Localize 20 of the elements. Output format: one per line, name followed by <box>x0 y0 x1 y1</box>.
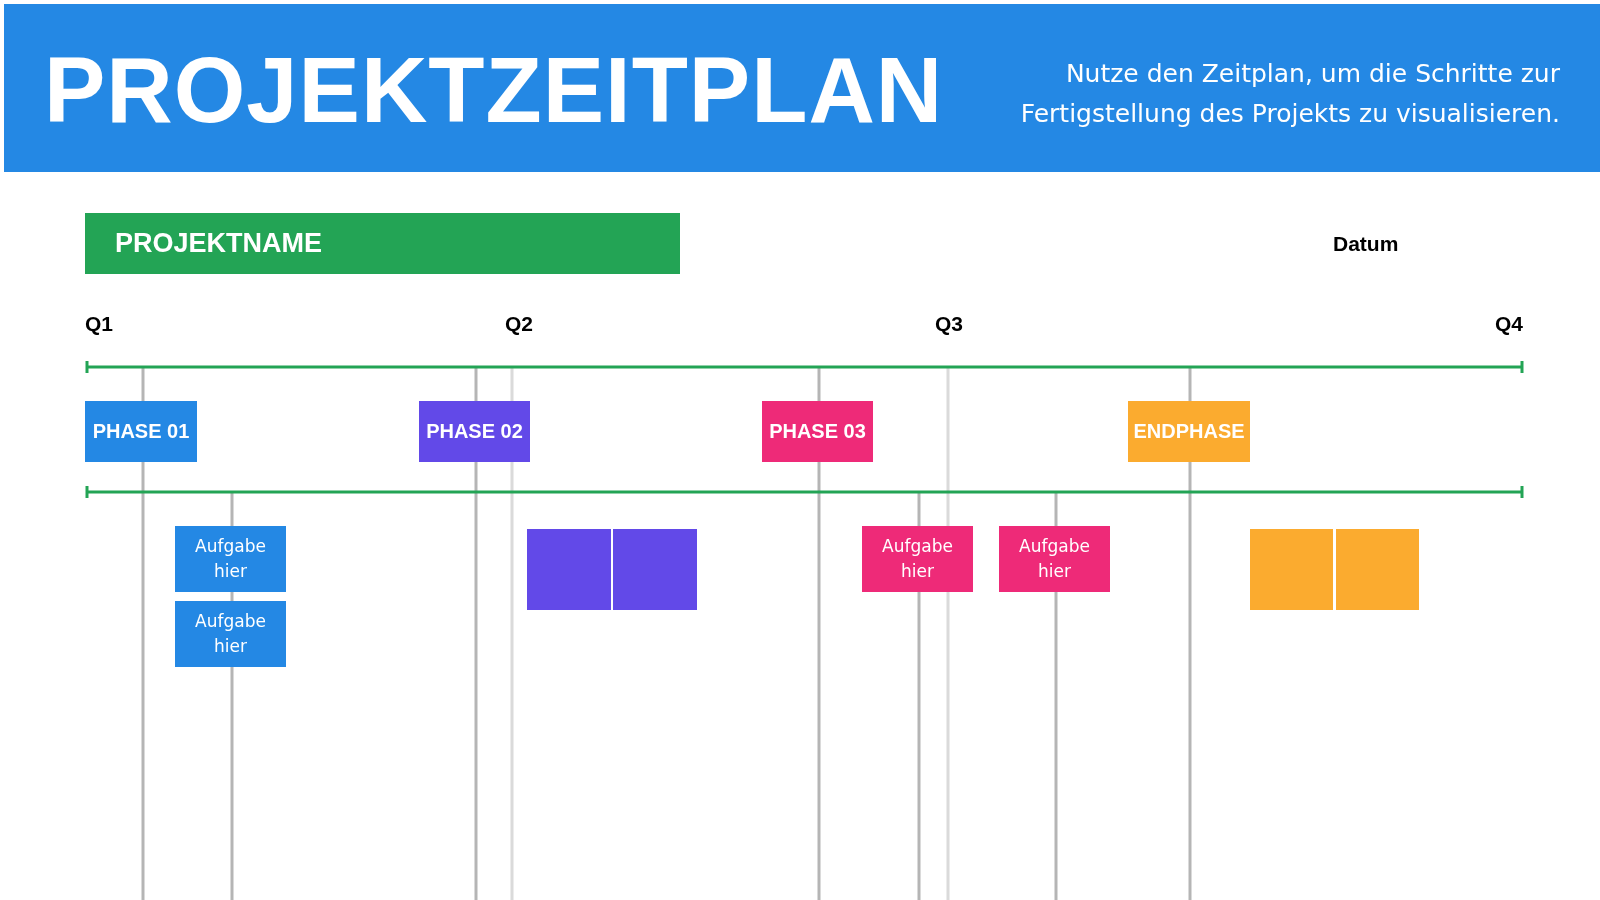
project-name-bar: PROJEKTNAME <box>85 213 680 274</box>
task-card: Aufgabe hier <box>999 526 1110 592</box>
page-title: PROJEKTZEITPLAN <box>44 38 944 143</box>
task-card: Aufgabe hier <box>175 601 286 667</box>
quarter-label: Q1 <box>85 312 113 336</box>
date-label: Datum <box>1333 232 1399 256</box>
quarter-label: Q4 <box>1495 312 1523 336</box>
task-card: Aufgabe hier <box>862 526 973 592</box>
task-placeholder-box <box>1336 529 1419 610</box>
task-placeholder-box <box>527 529 611 610</box>
quarter-label: Q2 <box>505 312 533 336</box>
task-card: Aufgabe hier <box>175 526 286 592</box>
task-placeholder-box <box>1250 529 1333 610</box>
subtitle: Nutze den Zeitplan, um die Schritte zur Fertigstellung des Projekts zu visualisieren. <box>1019 58 1560 130</box>
phase-box: PHASE 01 <box>85 401 197 462</box>
quarter-label: Q3 <box>935 312 963 336</box>
task-placeholder-box <box>613 529 697 610</box>
phase-box: PHASE 03 <box>762 401 873 462</box>
phase-box: PHASE 02 <box>419 401 530 462</box>
phase-box: ENDPHASE <box>1128 401 1250 462</box>
